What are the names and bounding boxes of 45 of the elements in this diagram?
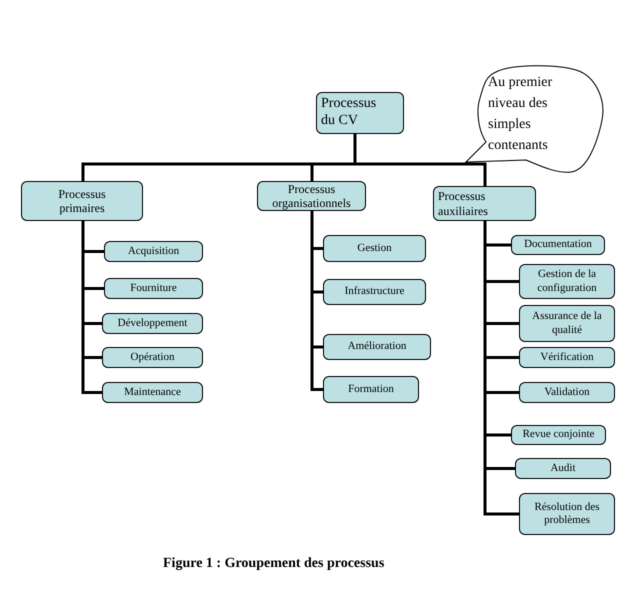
process-box [104,278,203,299]
node-label: Audit [550,462,576,476]
node-label: Validation [544,386,590,400]
process-box [323,376,419,403]
node-label: Processus auxiliaires [438,189,489,218]
process-box [102,347,203,368]
process-box [519,493,615,535]
connector-line [484,221,519,516]
node-label: Formation [348,382,394,396]
process-box [515,458,611,479]
callout-text: Au premier niveau des simples contenants [488,74,554,155]
process-box [519,382,615,403]
node-label: Infrastructure [344,285,404,299]
process-box [519,347,615,368]
node-label: Gestion [357,242,392,256]
process-box [519,305,615,342]
process-box [102,382,203,403]
node-label: Gestion de la configuration [536,268,598,295]
process-box [323,235,426,262]
node-label: Revue conjointe [522,428,594,442]
process-box [433,186,536,221]
node-label: Acquisition [128,244,180,258]
node-label: Documentation [524,238,592,252]
node-label: Vérification [540,350,594,364]
node-label: Maintenance [124,386,181,400]
process-box [511,425,606,445]
node-label: Résolution des problèmes [533,500,601,528]
node-label: Processus primaires [57,186,107,216]
process-box [511,235,605,255]
node-label: Amélioration [348,340,406,354]
node-label: Fourniture [130,282,177,296]
node-label: Assurance de la qualité [531,310,603,337]
node-label: Processus du CV [321,96,378,130]
figure-caption: Figure 1 : Groupement des processus [163,556,384,572]
process-box [21,181,143,221]
process-box [102,313,203,334]
process-box [257,181,366,211]
process-box [316,92,404,134]
node-label: Développement [118,316,188,330]
node-label: Opération [130,350,174,364]
node-label: Processus organisationnels [271,182,352,210]
process-box [519,264,615,299]
process-box [323,334,431,360]
process-box [323,279,426,305]
process-box [104,241,203,262]
